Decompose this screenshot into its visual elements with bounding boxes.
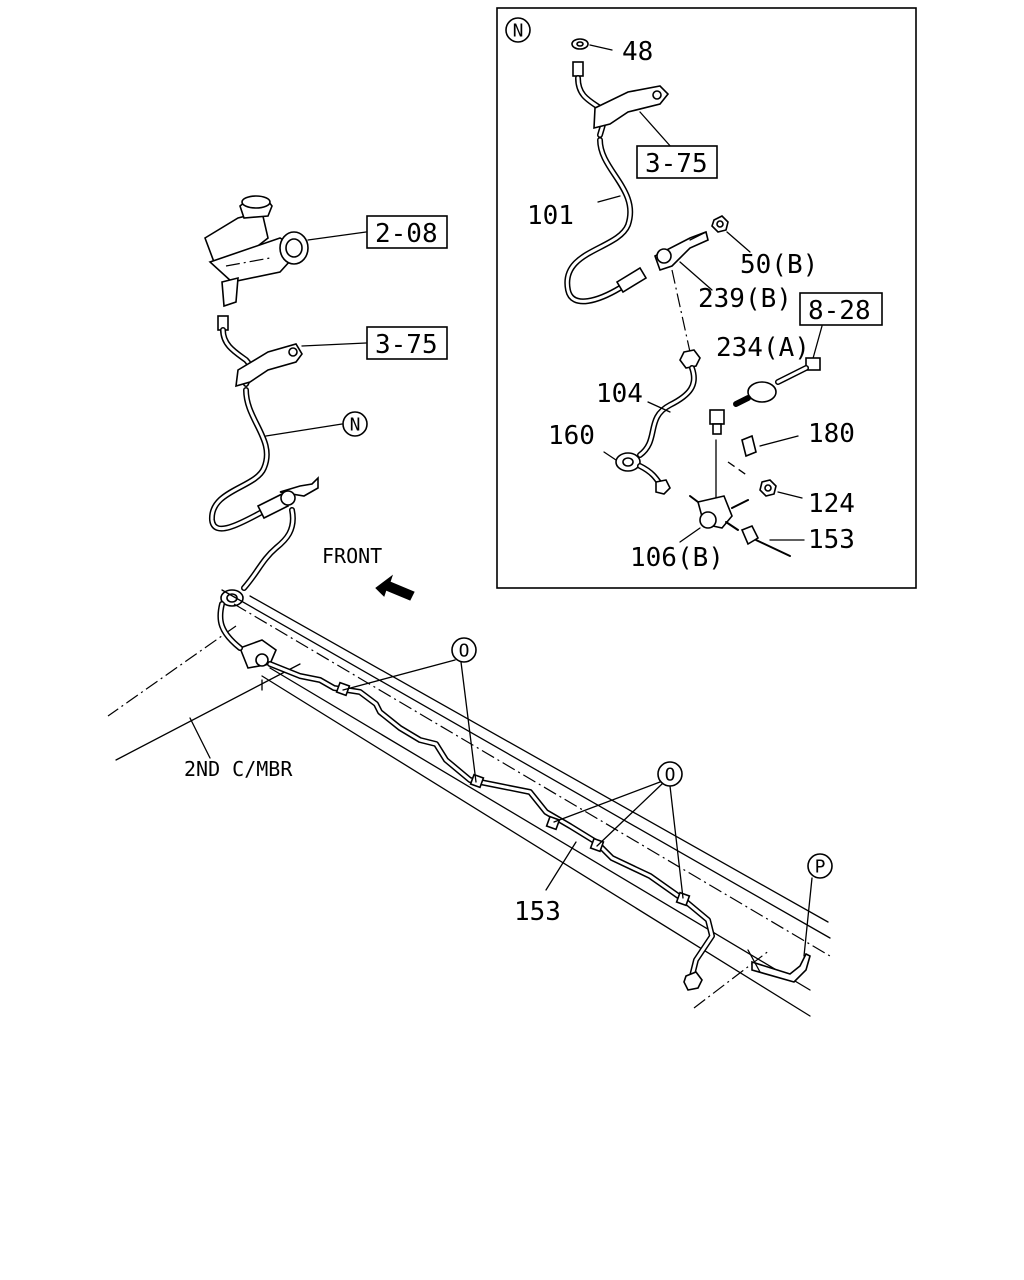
chassis-frame <box>107 589 831 1017</box>
callout-o-2: O <box>553 761 684 899</box>
ref-3-75-inset: 3-75 <box>645 149 708 179</box>
front-label: FRONT <box>322 544 382 568</box>
pressure-switch-234a <box>733 325 823 407</box>
callout-p-label: P <box>815 857 826 878</box>
callout-n-inset: N <box>505 17 531 43</box>
bracket-3-75-main <box>235 342 367 388</box>
callout-o-1: O <box>342 637 477 783</box>
label-106b: 106(B) <box>630 543 724 573</box>
nut-50b <box>711 215 751 253</box>
pipe-153-main <box>267 661 771 1009</box>
main-hose <box>209 315 319 532</box>
washer-48 <box>571 38 613 51</box>
label-160: 160 <box>548 421 595 451</box>
label-50b: 50(B) <box>740 250 818 280</box>
bracket-3-75-inset <box>593 85 673 149</box>
callout-n-main-label: N <box>350 415 361 436</box>
label-104: 104 <box>596 379 643 409</box>
connector-106b <box>679 495 749 543</box>
label-48: 48 <box>622 37 653 67</box>
callout-n-main: N <box>342 411 368 437</box>
crossmember-label: 2ND C/MBR <box>184 757 293 781</box>
label-101: 101 <box>527 201 574 231</box>
pipe-to-frame <box>220 507 296 607</box>
nut-124 <box>759 479 803 499</box>
frame-connector <box>217 601 277 669</box>
ref-box-3-75-main <box>366 326 448 360</box>
bracket-p: P <box>747 853 833 983</box>
union-239b <box>654 230 713 353</box>
label-124: 124 <box>808 489 855 519</box>
ref-3-75-main: 3-75 <box>375 330 438 360</box>
ref-box-3-75-inset <box>636 145 718 179</box>
ref-2-08: 2-08 <box>375 219 438 249</box>
pipe-104 <box>637 349 701 458</box>
label-153-main: 153 <box>514 897 561 927</box>
master-cylinder <box>204 195 367 308</box>
plug-180 <box>709 409 799 501</box>
grommet-160 <box>603 451 671 495</box>
ref-box-2-08 <box>366 215 448 249</box>
callout-o-1-label: O <box>459 641 470 662</box>
callout-n-inset-label: N <box>513 21 524 42</box>
label-153-inset: 153 <box>808 525 855 555</box>
label-180: 180 <box>808 419 855 449</box>
callout-o-2-label: O <box>665 765 676 786</box>
label-234a: 234(A) <box>716 333 810 363</box>
ref-box-8-28 <box>799 292 883 326</box>
ref-8-28: 8-28 <box>808 296 871 326</box>
label-239b: 239(B) <box>698 284 792 314</box>
pipe-153-inset <box>740 524 805 557</box>
front-arrow-icon <box>375 574 415 601</box>
